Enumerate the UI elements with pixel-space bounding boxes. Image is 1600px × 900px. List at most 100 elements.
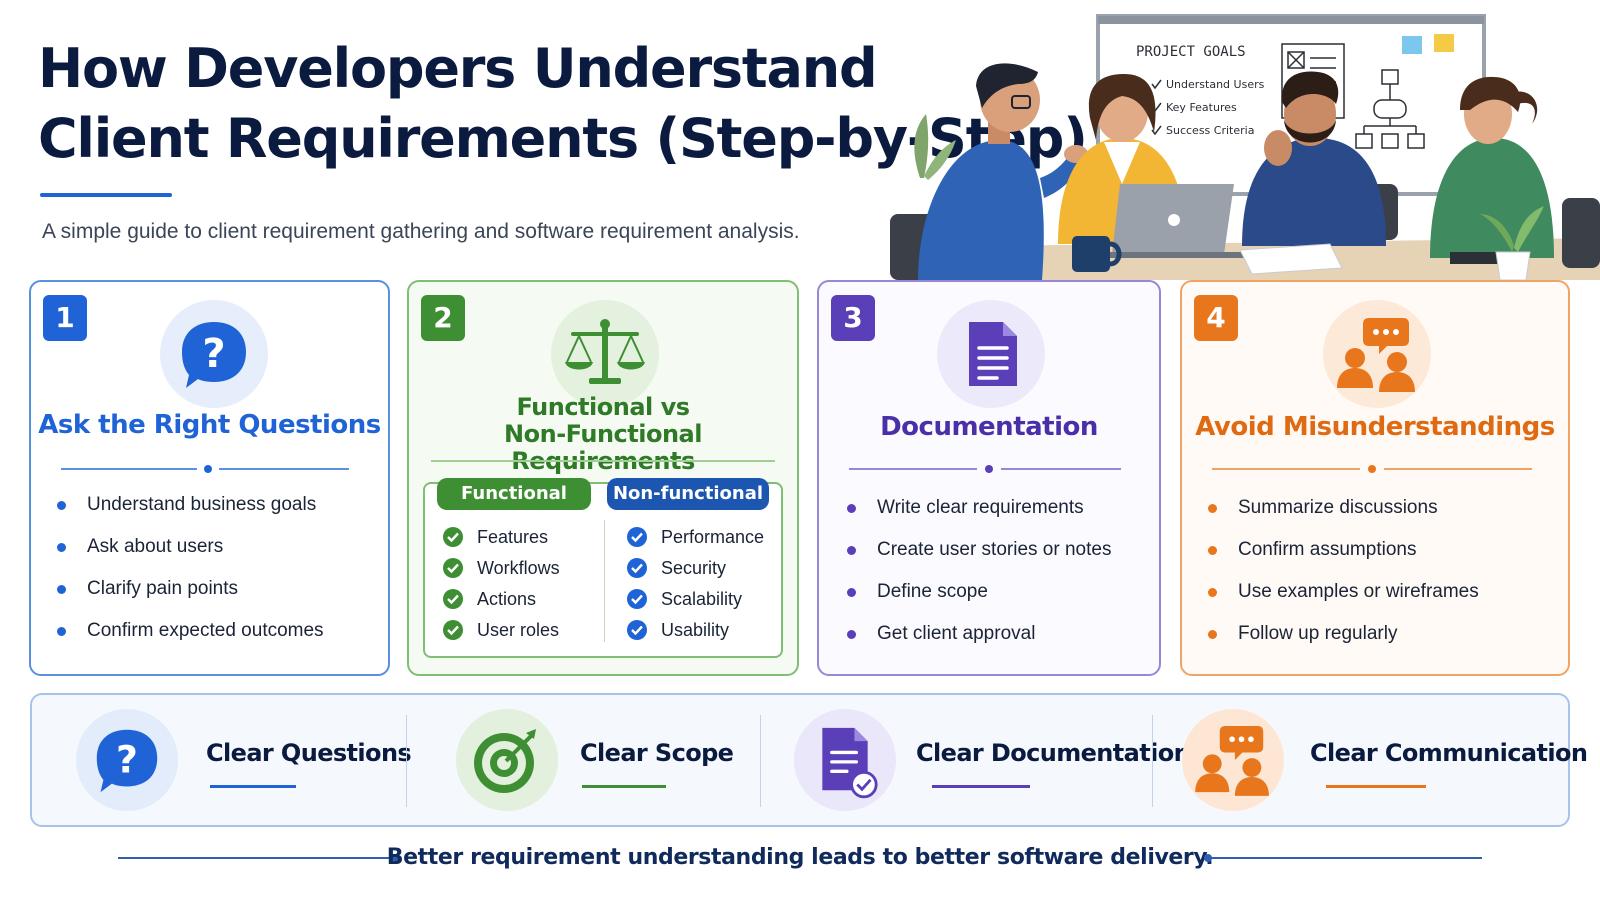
check-icon: [627, 620, 647, 640]
list-item: Use examples or wireframes: [1208, 580, 1479, 622]
step-number-badge: 2: [421, 295, 465, 341]
requirements-comparison-table: Functional Non-functional Features Workf…: [423, 478, 783, 658]
step-title-line-1: Functional vs: [516, 393, 690, 421]
non-functional-list: Performance Security Scalability Usabili…: [627, 526, 764, 650]
list-item-label: Actions: [477, 589, 537, 609]
step-card-ask-questions: 1 ? Ask the Right Questions Understand b…: [29, 280, 390, 676]
summary-separator: [760, 715, 761, 807]
divider-right: [1384, 468, 1532, 470]
divider-right: [219, 468, 349, 470]
functional-list: Features Workflows Actions User roles: [443, 526, 560, 650]
step-card-avoid-misunderstandings: 4 Avoid Misunderstandings Summarize disc…: [1180, 280, 1570, 676]
list-item: Summarize discussions: [1208, 496, 1479, 538]
step-title: Ask the Right Questions: [38, 410, 381, 440]
step-card-documentation: 3 Documentation Write clear requirements…: [817, 280, 1161, 676]
step-bullet-list: Write clear requirements Create user sto…: [847, 496, 1111, 664]
list-item: Performance: [627, 526, 764, 557]
list-item: Confirm expected outcomes: [57, 619, 324, 661]
divider-dot: [985, 465, 993, 473]
summary-strip: ? Clear Questions Clear Scope Clear Docu…: [30, 693, 1588, 827]
list-item: Security: [627, 557, 764, 588]
summary-label: Clear Documentation: [916, 739, 1191, 767]
summary-separator: [406, 715, 407, 807]
document-check-icon: [794, 709, 896, 811]
step-number-badge: 4: [1194, 295, 1238, 341]
summary-separator: [1152, 715, 1153, 807]
title-line-2: Client Requirements (Step-by-Step): [38, 107, 1088, 170]
target-icon: [456, 709, 558, 811]
divider-left: [849, 468, 977, 470]
list-item-label: Usability: [661, 620, 730, 640]
list-item-label: Scalability: [661, 589, 743, 609]
check-icon: [443, 558, 463, 578]
step-card-functional-requirements: 2 Functional vs Non-Functional Requireme…: [407, 280, 799, 676]
footer-dot-right: [1204, 854, 1212, 862]
list-item: Actions: [443, 588, 560, 619]
divider-dot: [204, 465, 212, 473]
list-item: Workflows: [443, 557, 560, 588]
summary-label: Clear Communication: [1310, 739, 1588, 767]
check-icon: [443, 589, 463, 609]
title-underline: [40, 193, 172, 197]
people-chat-icon: [1323, 300, 1431, 408]
check-icon: [627, 589, 647, 609]
summary-underline: [582, 785, 666, 788]
footer-rule-right: [1210, 857, 1482, 859]
list-item: Confirm assumptions: [1208, 538, 1479, 580]
svg-text:?: ?: [116, 737, 138, 781]
list-item: Write clear requirements: [847, 496, 1111, 538]
step-number-badge: 1: [43, 295, 87, 341]
list-item-label: User roles: [477, 620, 560, 640]
summary-underline: [932, 785, 1030, 788]
page-subtitle: A simple guide to client requirement gat…: [42, 220, 800, 243]
list-item: Scalability: [627, 588, 764, 619]
list-item: Create user stories or notes: [847, 538, 1111, 580]
step-title-line-2: Non-Functional Requirements: [504, 420, 702, 475]
step-title: Avoid Misunderstandings: [1195, 412, 1555, 442]
list-item-label: Features: [477, 527, 549, 547]
step-title: Documentation: [880, 412, 1098, 442]
summary-label: Clear Questions: [206, 739, 412, 767]
summary-underline: [210, 785, 296, 788]
footer-rule-left: [118, 857, 394, 859]
list-item: Follow up regularly: [1208, 622, 1479, 664]
question-bubble-icon: ?: [160, 300, 268, 408]
check-icon: [627, 527, 647, 547]
step-number-badge: 3: [831, 295, 875, 341]
whiteboard-item: Understand Users: [1166, 78, 1265, 91]
whiteboard-heading: PROJECT GOALS: [1136, 44, 1246, 60]
divider-dot: [1368, 465, 1376, 473]
list-item: Get client approval: [847, 622, 1111, 664]
whiteboard-item: Key Features: [1166, 101, 1237, 114]
page-title: How Developers Understand Client Require…: [38, 34, 1088, 174]
list-item-label: Performance: [661, 527, 765, 547]
list-item-label: Security: [661, 558, 727, 578]
step-bullet-list: Understand business goals Ask about user…: [57, 493, 324, 661]
list-item: User roles: [443, 619, 560, 650]
list-item: Clarify pain points: [57, 577, 324, 619]
non-functional-header: Non-functional: [607, 478, 769, 510]
functional-header: Functional: [437, 478, 591, 510]
check-icon: [443, 620, 463, 640]
summary-label: Clear Scope: [580, 739, 734, 767]
divider: [431, 460, 775, 462]
people-chat-icon: [1182, 709, 1284, 811]
title-line-1: How Developers Understand: [38, 37, 878, 100]
whiteboard-item: Success Criteria: [1166, 124, 1254, 137]
list-item: Features: [443, 526, 560, 557]
divider-left: [1212, 468, 1360, 470]
step-bullet-list: Summarize discussions Confirm assumption…: [1208, 496, 1479, 664]
column-separator: [604, 520, 605, 642]
summary-underline: [1326, 785, 1426, 788]
step-title: Functional vs Non-Functional Requirement…: [409, 394, 797, 475]
check-icon: [627, 558, 647, 578]
footer-tagline: Better requirement understanding leads t…: [386, 845, 1214, 870]
question-bubble-icon: ?: [76, 709, 178, 811]
list-item: Ask about users: [57, 535, 324, 577]
footer-dot-left: [392, 854, 400, 862]
divider-left: [61, 468, 197, 470]
divider-right: [1001, 468, 1121, 470]
list-item-label: Workflows: [477, 558, 560, 578]
list-item: Define scope: [847, 580, 1111, 622]
balance-scale-icon: [551, 300, 659, 408]
